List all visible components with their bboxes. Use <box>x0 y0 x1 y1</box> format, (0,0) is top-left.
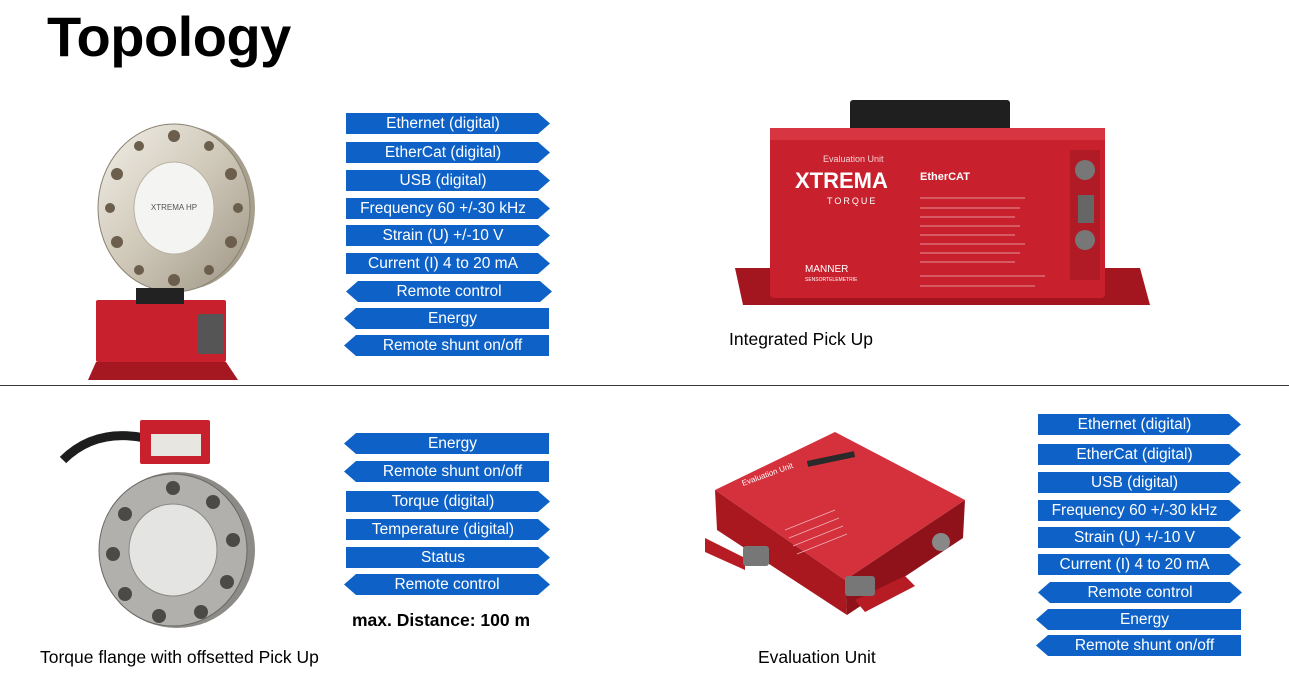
flange-caption: Torque flange with offsetted Pick Up <box>40 647 319 667</box>
signal-arrow: Frequency 60 +/-30 kHz <box>1038 500 1241 521</box>
signal-arrow: Remote control <box>346 281 552 302</box>
manner-label: MANNER <box>805 264 848 275</box>
signal-arrow: Current (I) 4 to 20 mA <box>346 253 550 274</box>
ethercat-label: EtherCAT <box>920 171 970 183</box>
torque-label: TORQUE <box>827 196 877 206</box>
evaluation-unit-image: Evaluation Unit <box>705 432 965 615</box>
signal-arrow: Ethernet (digital) <box>346 113 550 134</box>
signal-arrow: Temperature (digital) <box>346 519 550 540</box>
signal-arrow: Ethernet (digital) <box>1038 414 1241 435</box>
signal-arrow: Strain (U) +/-10 V <box>1038 527 1241 548</box>
page-title: Topology <box>47 5 291 68</box>
eval-unit-label: Evaluation Unit <box>823 154 884 164</box>
signal-arrow: USB (digital) <box>346 170 550 191</box>
torque-flange-image: XTREMA HP <box>88 123 255 380</box>
evaluation-unit-caption: Evaluation Unit <box>758 647 876 667</box>
xtrema-hp-label: XTREMA HP <box>151 203 197 212</box>
signal-arrow: Torque (digital) <box>346 491 550 512</box>
sensortelemetrie-label: SENSORTELEMETRIE <box>805 277 858 283</box>
signal-arrow: Strain (U) +/-10 V <box>346 225 550 246</box>
signal-arrow: Remote shunt on/off <box>1036 635 1241 656</box>
xtrema-label: XTREMA <box>795 168 888 193</box>
signal-arrow: Energy <box>1036 609 1241 630</box>
flange-offset-pick-up-image <box>59 420 255 628</box>
signal-arrow: EtherCat (digital) <box>1038 444 1241 465</box>
section-divider <box>0 385 1289 386</box>
integrated-pick-up-caption: Integrated Pick Up <box>729 329 873 349</box>
signal-arrow: Remote shunt on/off <box>344 335 549 356</box>
signal-arrow: Remote control <box>1038 582 1242 603</box>
signal-arrow: Remote shunt on/off <box>344 461 549 482</box>
signal-arrow: USB (digital) <box>1038 472 1241 493</box>
signal-arrow: Energy <box>344 433 549 454</box>
signal-arrow: Remote control <box>344 574 550 595</box>
signal-arrow: Frequency 60 +/-30 kHz <box>346 198 550 219</box>
signal-arrow: Energy <box>344 308 549 329</box>
integrated-pick-up-image: Evaluation Unit XTREMA TORQUE EtherCAT M… <box>735 100 1150 305</box>
signal-arrow: Current (I) 4 to 20 mA <box>1038 554 1241 575</box>
max-distance-note: max. Distance: 100 m <box>352 610 531 630</box>
signal-arrow: EtherCat (digital) <box>346 142 550 163</box>
signal-arrow: Status <box>346 547 550 568</box>
